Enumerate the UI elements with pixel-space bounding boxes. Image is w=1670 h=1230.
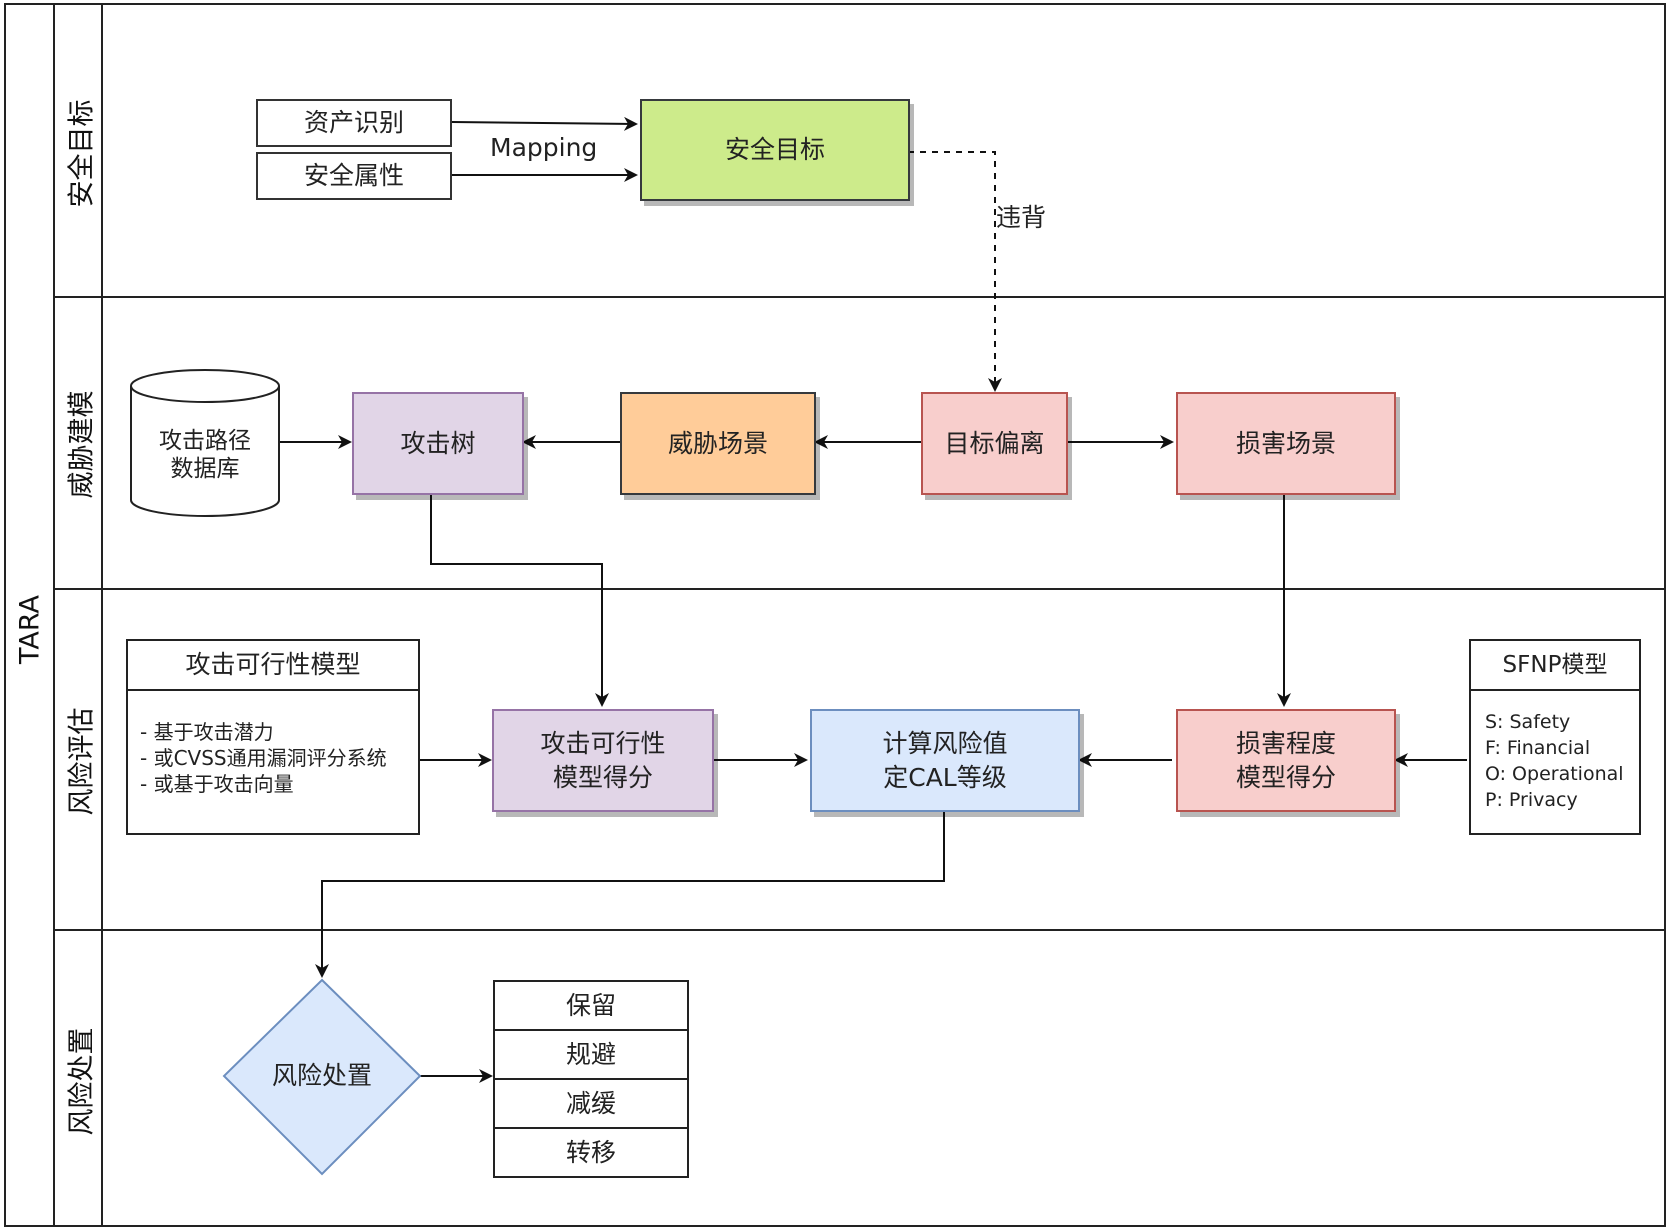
sfnp-model-title: SFNP模型 (1471, 641, 1639, 691)
damage-scenario-box: 损害场景 (1176, 392, 1396, 495)
sfnp-item: P: Privacy (1485, 789, 1578, 811)
security-goal-box: 安全目标 (640, 99, 910, 201)
lane-title-risk-treatment: 风险处置 (66, 1027, 98, 1136)
attack-tree-box: 攻击树 (352, 392, 524, 495)
lane-title-security-goal: 安全目标 (66, 99, 98, 208)
attack-path-database-label: 攻击路径 数据库 (131, 420, 279, 490)
treatment-options-stack: 保留 规避 减缓 转移 (493, 980, 689, 1178)
edge-asset-to-goal (451, 116, 638, 131)
treatment-option-avoid: 规避 (495, 1031, 687, 1080)
feasibility-model-item: - 或基于攻击向量 (140, 772, 294, 796)
treatment-option-mitigate: 减缓 (495, 1080, 687, 1129)
sfnp-item: S: Safety (1485, 711, 1571, 733)
damage-score-box: 损害程度 模型得分 (1176, 709, 1396, 812)
sfnp-item: F: Financial (1485, 737, 1591, 759)
mapping-label: Mapping (490, 133, 598, 162)
asset-identification-box: 资产识别 (256, 99, 452, 147)
edge-goal-violate-deviation (908, 151, 1002, 392)
damage-score-line-1: 损害程度 (1235, 728, 1336, 758)
feasibility-score-box: 攻击可行性 模型得分 (492, 709, 714, 812)
feasibility-score-line-1: 攻击可行性 (540, 728, 666, 758)
violate-label: 违背 (996, 198, 1047, 234)
attack-feasibility-model-box: 攻击可行性模型 - 基于攻击潜力 - 或CVSS通用漏洞评分系统 - 或基于攻击… (126, 639, 420, 835)
risk-calc-line-2: 定CAL等级 (883, 762, 1007, 792)
db-line-2: 数据库 (170, 456, 240, 482)
damage-score-line-2: 模型得分 (1235, 762, 1336, 792)
risk-calc-box: 计算风险值 定CAL等级 (810, 709, 1080, 812)
goal-deviation-box: 目标偏离 (921, 392, 1068, 495)
risk-treatment-label: 风险处置 (271, 1061, 372, 1090)
db-line-1: 攻击路径 (159, 428, 251, 454)
treatment-option-retain: 保留 (495, 982, 687, 1031)
edge-tree-to-feasibility (430, 495, 609, 707)
sfnp-model-box: SFNP模型 S: Safety F: Financial O: Operati… (1469, 639, 1641, 835)
lane-title-risk-assessment: 风险评估 (66, 707, 98, 816)
edge-risk-to-treatment (315, 812, 945, 978)
security-attribute-box: 安全属性 (256, 152, 452, 200)
sfnp-item: O: Operational (1485, 763, 1624, 785)
pool-border (4, 3, 1666, 1227)
pool-title: TARA (14, 595, 46, 665)
treatment-option-transfer: 转移 (565, 1138, 616, 1167)
risk-calc-line-1: 计算风险值 (882, 728, 1008, 758)
feasibility-model-item: - 基于攻击潜力 (140, 720, 274, 744)
lane-title-threat-modeling: 威胁建模 (66, 390, 98, 499)
feasibility-model-item: - 或CVSS通用漏洞评分系统 (140, 746, 387, 770)
feasibility-score-line-2: 模型得分 (552, 762, 653, 792)
feasibility-model-title: 攻击可行性模型 (128, 641, 418, 691)
threat-scenario-box: 威胁场景 (620, 392, 816, 495)
risk-treatment-diamond (222, 978, 422, 1176)
attack-path-database-cylinder (130, 369, 280, 517)
